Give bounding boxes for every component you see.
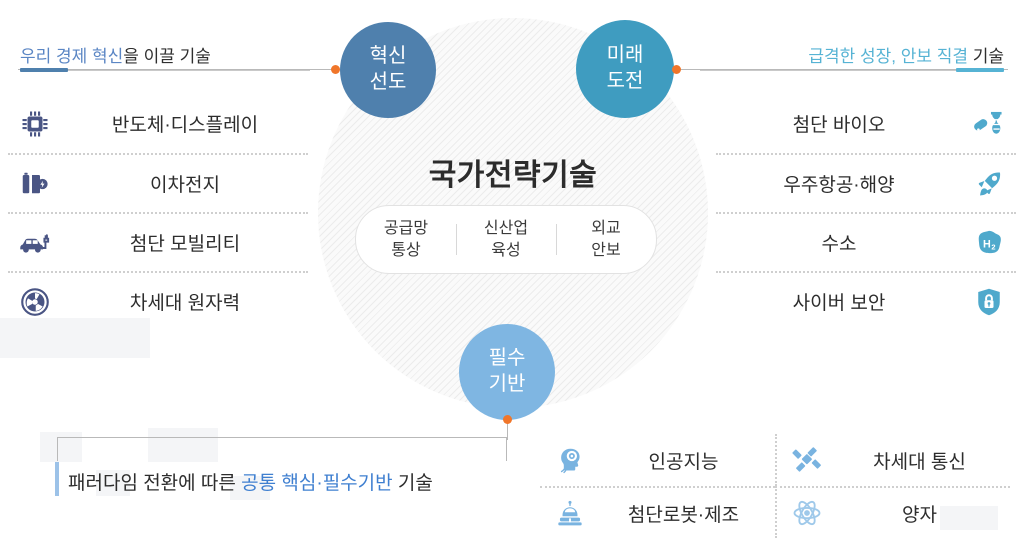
right-technology-list: 첨단 바이오 우주항공·해양 H xyxy=(716,94,1016,330)
left-header-rest: 을 이끌 기술 xyxy=(123,47,211,66)
connector-dot-right xyxy=(672,65,681,74)
list-item-label: 우주항공·해양 xyxy=(783,175,895,196)
node-line1: 혁신 xyxy=(369,45,407,68)
right-header-rule xyxy=(700,70,1004,71)
list-item[interactable]: 반도체·디스플레이 xyxy=(8,94,308,153)
grid-item[interactable]: 첨단로봇·제조 xyxy=(540,486,775,538)
caption-highlight: 공통 핵심·필수기반 xyxy=(241,473,393,494)
caption-text: 패러다임 전환에 따른 공통 핵심·필수기반 기술 xyxy=(68,468,433,495)
grid-item-label: 인공지능 xyxy=(648,451,719,473)
left-technology-list: 반도체·디스플레이 이차전지 xyxy=(8,94,308,330)
center-pill-group: 공급망 통상 신산업 육성 외교 안보 xyxy=(355,205,657,274)
robot-icon xyxy=(544,499,596,527)
pill-line2: 안보 xyxy=(591,241,621,259)
pill-line2: 육성 xyxy=(491,241,521,259)
ev-car-icon xyxy=(8,228,62,258)
satellite-icon xyxy=(781,446,833,474)
grid-item-label: 첨단로봇·제조 xyxy=(627,504,740,526)
connector-line-right xyxy=(678,69,1008,70)
pill-line2: 통상 xyxy=(391,241,421,259)
node-essential-foundation[interactable]: 필수 기반 xyxy=(459,324,555,420)
right-header-rest: 기술 xyxy=(967,47,1004,66)
list-item-label: 첨단 바이오 xyxy=(792,115,886,136)
grid-item[interactable]: 인공지능 xyxy=(540,434,775,486)
pill-diplomacy: 외교 안보 xyxy=(556,218,656,260)
chip-icon xyxy=(8,109,62,139)
svg-text:H: H xyxy=(983,238,991,250)
left-header-rule xyxy=(20,70,310,71)
grid-item[interactable]: 양자 xyxy=(775,486,1010,538)
connector-dot-bottom xyxy=(503,415,512,424)
radiation-icon xyxy=(8,287,62,317)
node-line2: 기반 xyxy=(488,373,526,395)
pill-line1: 신산업 xyxy=(483,220,529,238)
list-item-label: 첨단 모빌리티 xyxy=(129,234,241,255)
pill-line1: 외교 xyxy=(591,220,621,238)
list-item[interactable]: H 2 수소 xyxy=(716,212,1016,271)
list-item[interactable]: 차세대 원자력 xyxy=(8,271,308,330)
pill-supply-chain: 공급망 통상 xyxy=(356,218,456,260)
list-item-label: 반도체·디스플레이 xyxy=(111,115,259,136)
caption-prefix: 패러다임 전환에 따른 xyxy=(68,473,242,494)
battery-icon xyxy=(8,169,62,199)
node-line1: 필수 xyxy=(488,347,526,370)
left-header-accent xyxy=(20,68,68,72)
connector-line-bottom xyxy=(507,420,508,440)
shield-lock-icon xyxy=(962,287,1016,317)
svg-text:2: 2 xyxy=(991,242,995,251)
list-item[interactable]: 사이버 보안 xyxy=(716,271,1016,330)
list-item-label: 이차전지 xyxy=(150,175,220,196)
grid-item-label: 차세대 통신 xyxy=(873,451,966,473)
node-innovation-leading[interactable]: 혁신 선도 xyxy=(340,22,436,118)
hydrogen-icon: H 2 xyxy=(962,228,1016,258)
list-item-label: 차세대 원자력 xyxy=(129,293,241,314)
pill-dna-icon xyxy=(962,109,1016,139)
ai-head-icon xyxy=(544,446,596,474)
list-item-label: 사이버 보안 xyxy=(792,293,886,314)
list-item-label: 수소 xyxy=(821,234,857,255)
list-item[interactable]: 우주항공·해양 xyxy=(716,153,1016,212)
node-future-challenge[interactable]: 미래 도전 xyxy=(576,20,674,118)
right-header-accent xyxy=(956,68,1004,72)
pill-line1: 공급망 xyxy=(383,220,429,238)
list-item[interactable]: 첨단 모빌리티 xyxy=(8,212,308,271)
left-header-highlight: 우리 경제 혁신 xyxy=(20,47,124,66)
pill-new-industry: 신산업 육성 xyxy=(456,218,556,260)
rocket-icon xyxy=(962,169,1016,199)
connector-dot-left xyxy=(331,65,340,74)
caption-accent-tick xyxy=(55,462,59,496)
list-item[interactable]: 첨단 바이오 xyxy=(716,94,1016,153)
caption-bracket xyxy=(57,437,507,461)
node-line2: 도전 xyxy=(606,70,644,92)
right-header-highlight: 급격한 성장, 안보 직결 xyxy=(808,47,968,66)
node-line2: 선도 xyxy=(369,71,407,93)
grid-item[interactable]: 차세대 통신 xyxy=(775,434,1010,486)
connector-line-left xyxy=(18,69,336,70)
atom-icon xyxy=(781,498,833,528)
caption-suffix: 기술 xyxy=(392,473,433,494)
list-item[interactable]: 이차전지 xyxy=(8,153,308,212)
foundational-technology-grid: 인공지능 차세대 통신 xyxy=(540,434,1010,538)
left-column-header: 우리 경제 혁신을 이끌 기술 xyxy=(20,42,211,67)
right-column-header: 급격한 성장, 안보 직결 기술 xyxy=(808,42,1004,67)
node-line1: 미래 xyxy=(606,44,644,67)
page-title: 국가전략기술 xyxy=(428,159,598,192)
grid-item-label: 양자 xyxy=(902,504,937,526)
